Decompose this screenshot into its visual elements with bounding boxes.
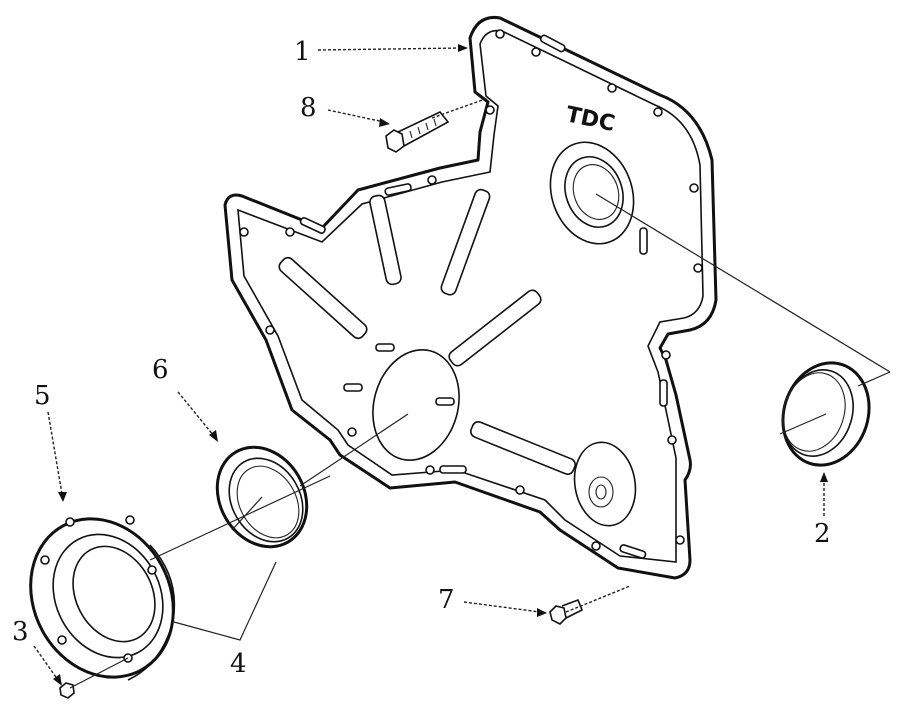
callout-2: 2 [814, 519, 831, 549]
callout-arrows [33, 44, 828, 686]
rear-oil-seal [781, 361, 871, 467]
front-gear-cover: TDC [223, 15, 718, 580]
callout-8: 8 [300, 93, 317, 123]
callout-1: 1 [294, 37, 311, 67]
callout-5: 5 [34, 381, 51, 411]
cap-screw-lower [549, 598, 584, 625]
callout-7: 7 [438, 585, 455, 615]
alignment-lines [69, 97, 891, 689]
seal-retainer-plate [29, 515, 176, 681]
tdc-embossed-text: TDC [564, 102, 618, 137]
callout-4: 4 [230, 649, 247, 679]
cap-screw-upper [385, 111, 450, 153]
callout-3: 3 [12, 617, 29, 647]
callout-6: 6 [152, 355, 169, 385]
hex-nut [59, 682, 75, 699]
